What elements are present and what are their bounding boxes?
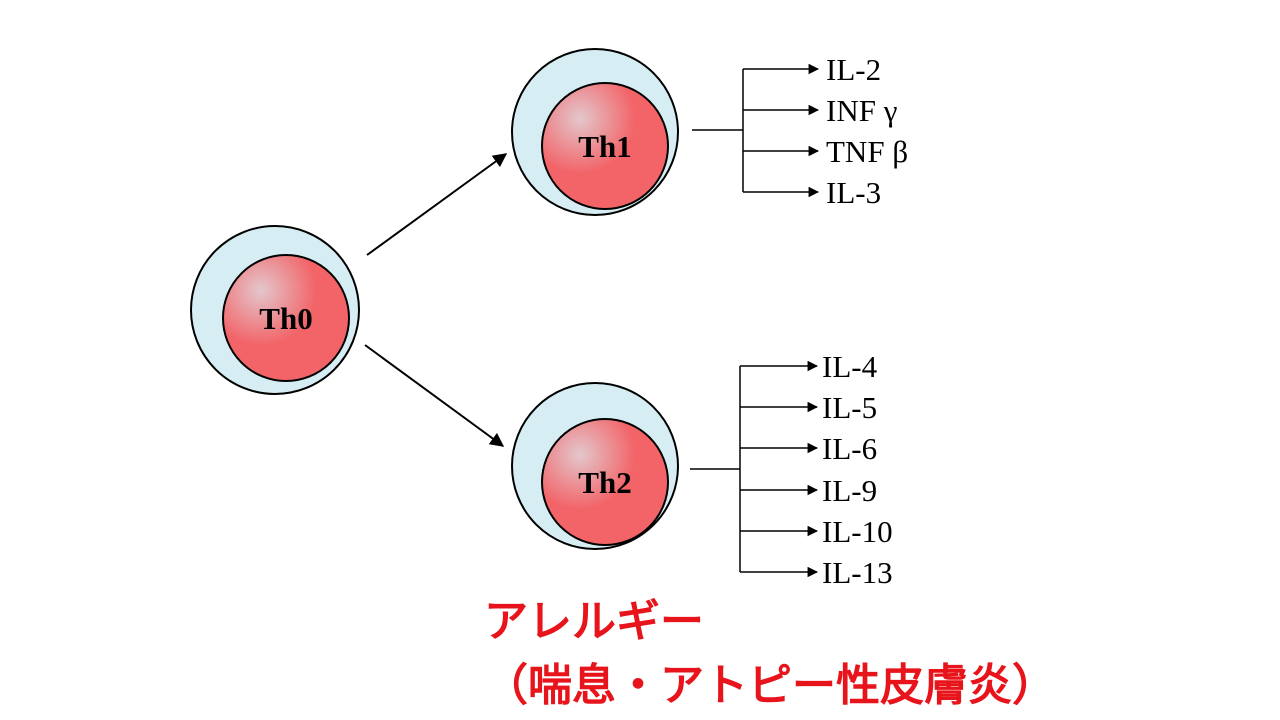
cytokine-label: IL-9: [822, 473, 877, 508]
caption-allergy: アレルギー: [484, 596, 704, 647]
cell-th1-label: Th1: [578, 129, 631, 164]
cytokine-label: IL-13: [822, 555, 893, 590]
cytokine-label: INF γ: [826, 93, 897, 128]
cell-th0-nucleus: [222, 254, 350, 382]
cell-th2: Th2: [511, 382, 679, 550]
cytokine-label: IL-10: [822, 514, 893, 549]
cytokine-label: IL-6: [822, 431, 877, 466]
arrow-th0-to-th2: [364, 344, 505, 447]
th2-cytokine-bracket: [690, 366, 741, 572]
cytokine-label: IL-3: [826, 175, 881, 210]
cell-th2-nucleus: [541, 418, 669, 546]
cytokine-label: IL-2: [826, 52, 881, 87]
cell-th0: Th0: [190, 225, 360, 395]
th1-cytokine-bracket: [692, 69, 744, 192]
arrow-th0-to-th1: [366, 153, 508, 256]
cytokine-label: IL-4: [822, 349, 878, 384]
caption-conditions: （喘息・アトピー性皮膚炎）: [484, 660, 1056, 711]
cell-th1-nucleus: [541, 82, 669, 210]
cell-th2-label: Th2: [578, 465, 631, 500]
cell-th1: Th1: [511, 48, 679, 216]
cytokine-label: IL-5: [822, 390, 877, 425]
cell-th0-label: Th0: [259, 301, 312, 336]
cytokine-label: TNF β: [826, 134, 908, 169]
